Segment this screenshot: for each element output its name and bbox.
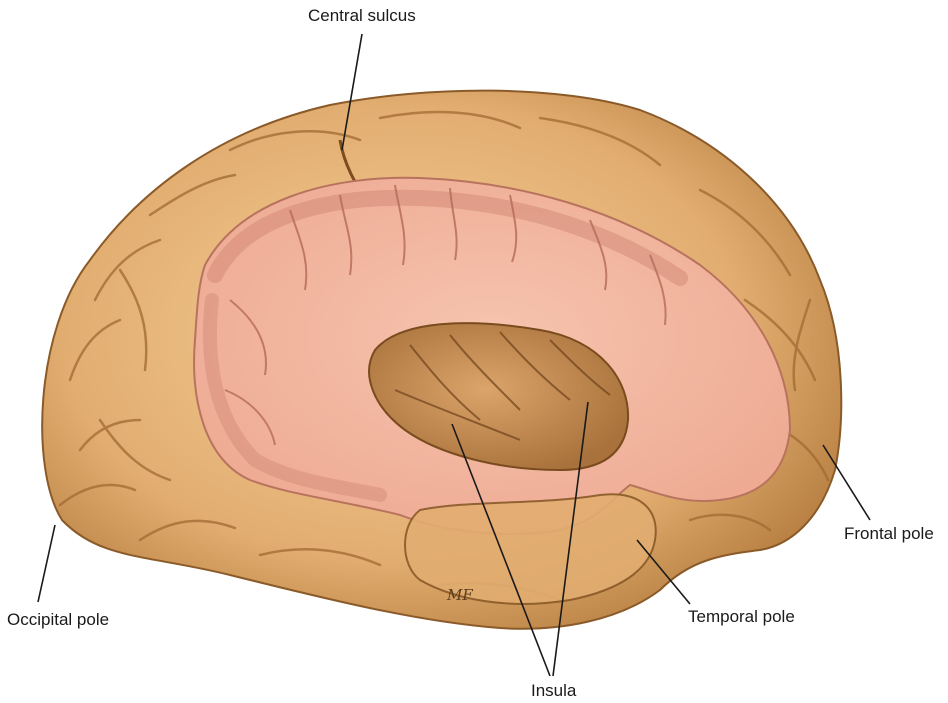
leader-line-frontal-pole xyxy=(822,444,871,521)
leader-line-occipital-pole xyxy=(37,524,56,603)
cut-surface-folds xyxy=(224,184,667,446)
leader-line-insula-a xyxy=(451,423,551,677)
temporal-lobe xyxy=(404,493,657,605)
label-occipital-pole: Occipital pole xyxy=(7,610,110,629)
label-temporal-pole: Temporal pole xyxy=(688,607,795,626)
grey-matter-band xyxy=(207,189,688,286)
label-frontal-pole: Frontal pole xyxy=(844,524,934,543)
leader-lines xyxy=(37,33,871,677)
leader-line-central-sulcus xyxy=(341,33,363,151)
artist-signature: MF xyxy=(446,586,473,604)
leader-line-insula-b xyxy=(552,401,589,677)
label-central-sulcus: Central sulcus xyxy=(308,6,416,25)
insula-region xyxy=(368,322,630,472)
label-insula: Insula xyxy=(531,681,577,700)
leader-line-temporal-pole xyxy=(636,539,691,605)
insular-gyri xyxy=(394,331,611,441)
